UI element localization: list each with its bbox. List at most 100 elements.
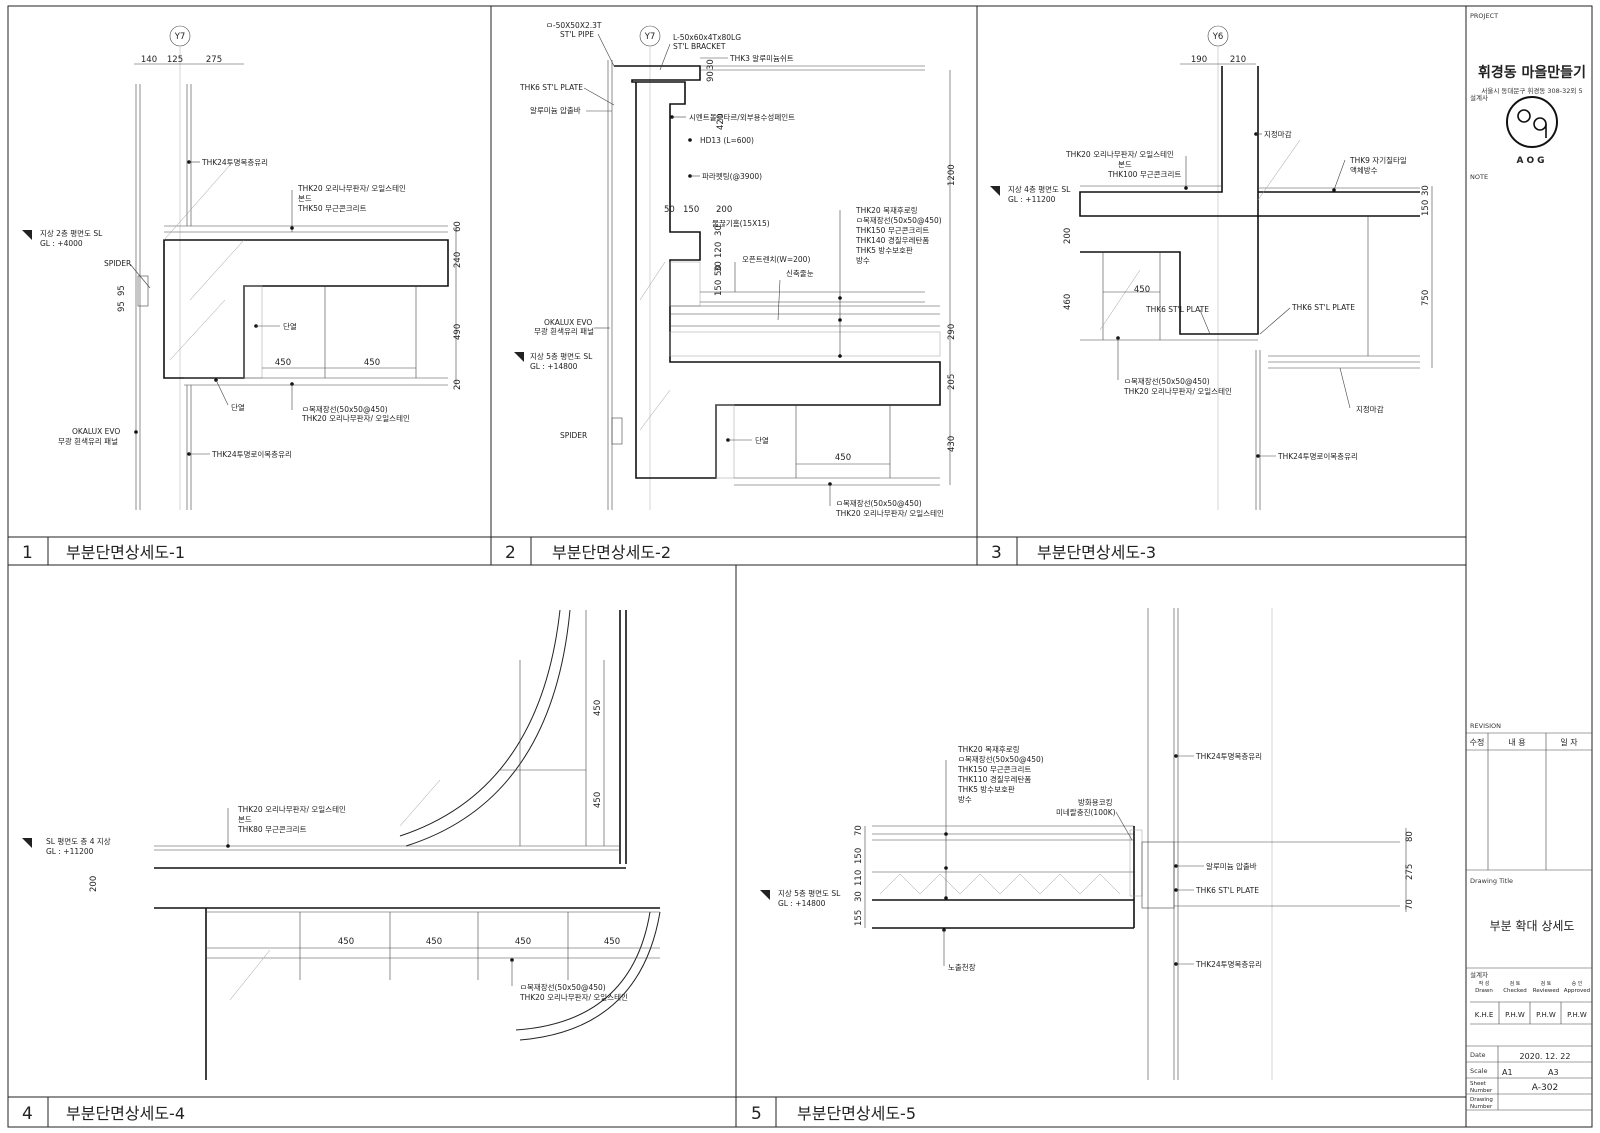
panel-5-title: 부분단면상세도-5 <box>797 1104 916 1123</box>
scale-a1: A1 <box>1502 1068 1513 1077</box>
dim-left-0: 95 <box>117 301 127 312</box>
spider-fitting <box>137 275 149 307</box>
dim-span: 450 <box>835 453 851 463</box>
label-2: L-50x60x4Tx80LG <box>673 33 741 42</box>
panel-4-title: 부분단면상세도-4 <box>66 1104 185 1123</box>
role-2-ko: 검 토 <box>1541 980 1552 987</box>
dim-2: 450 <box>1134 285 1150 295</box>
level-name: SL 평면도 층 4 지상 <box>46 836 111 846</box>
dim-right-1: 240 <box>453 252 463 268</box>
label-8: THK20 오리나무판자/ 오일스테인 <box>301 413 410 423</box>
label-0: THK24투명복층유리 <box>201 157 268 167</box>
dim-0: 450 <box>593 700 603 716</box>
axis-label: Y7 <box>174 32 186 42</box>
label-2: THK150 무근콘크리트 <box>957 765 1031 774</box>
label-9: 파라펫팅(@3900) <box>702 171 762 181</box>
level-marker <box>22 230 32 240</box>
logo-text: AOG <box>1516 156 1547 166</box>
dim-s-7: 120 <box>714 242 724 258</box>
drawing-number-label-2: Number <box>1470 1104 1493 1110</box>
label-14: ㅁ목재장선(50x50@450) <box>856 215 942 225</box>
role-3-ko: 승 인 <box>1572 980 1583 987</box>
detail-2-drawing: Y7 450 1200 290 205 430 90 30 420 50 <box>514 21 957 518</box>
label-21: SPIDER <box>560 431 587 440</box>
dim-top-1: 210 <box>1230 55 1246 65</box>
label-1: ST'L PIPE <box>560 30 594 39</box>
sheet-number-label-1: Sheet <box>1470 1081 1487 1087</box>
sheet-frame <box>7 5 1593 1128</box>
detail-5-drawing: 70 150 110 30 155 80 275 70 지상 5층 평면도 SL… <box>760 608 1415 1080</box>
level-gl: GL : +11200 <box>46 847 94 856</box>
designer-label: 설계사 <box>1470 93 1488 102</box>
rev-col-0: 수정 <box>1470 737 1485 747</box>
dim-s-0: 90 <box>706 71 716 82</box>
detail-1-drawing: Y7 140 125 275 450 450 60 240 490 20 <box>22 25 463 510</box>
panel-1-title: 부분단면상세도-1 <box>66 543 185 562</box>
label-6: 단열 <box>231 402 245 412</box>
label-4: THK5 방수보호판 <box>957 784 1015 794</box>
dim-left-4: 155 <box>854 910 864 926</box>
dim-s-1: 30 <box>706 59 716 70</box>
staff-0-name: K.H.E <box>1475 1011 1494 1019</box>
title-block: PROJECT 휘경동 마을만들기 서울시 동대문구 휘경동 308-32외 5… <box>1466 12 1592 1111</box>
role-1-ko: 검 토 <box>1510 980 1521 987</box>
label-5: 방수 <box>958 794 972 804</box>
dim-s-4: 150 <box>683 205 699 215</box>
detail-4-drawing: 450 450 450 450 450 450 200 SL 평면도 층 4 지… <box>22 609 661 1080</box>
label-11: THK24투명로이복층유리 <box>211 449 292 459</box>
label-23: ㅁ목재장선(50x50@450) <box>836 498 922 508</box>
label-1: THK20 오리나무판자/ 오일스테인 <box>1065 149 1174 159</box>
level-name: 지상 5층 평면도 SL <box>778 888 841 898</box>
level-marker <box>514 352 524 362</box>
note-label: NOTE <box>1470 173 1488 181</box>
dim-right-0: 60 <box>453 221 463 232</box>
label-4: THK20 오리나무판자/ 오일스테인 <box>519 992 628 1002</box>
label-10: 지정마감 <box>1356 404 1384 414</box>
label-12: 신축줄눈 <box>786 269 814 278</box>
label-12: THK24투명복층유리 <box>1195 959 1262 969</box>
label-4: THK9 자기질타일 <box>1349 156 1407 165</box>
staff-2-name: P.H.W <box>1536 1011 1556 1019</box>
date-value: 2020. 12. 22 <box>1520 1052 1571 1061</box>
sheet-number-label-2: Number <box>1470 1088 1493 1094</box>
rev-col-1: 내 용 <box>1508 738 1525 747</box>
label-10: 무광 흰색유리 패널 <box>58 436 118 446</box>
label-5: THK6 ST'L PLATE <box>519 83 583 92</box>
revision-label: REVISION <box>1470 722 1501 730</box>
label-15: THK150 무근콘크리트 <box>855 226 929 235</box>
label-7: 미네랄충진(100K) <box>1056 807 1116 817</box>
dim-1: 460 <box>1063 294 1073 310</box>
label-18: 방수 <box>856 255 870 265</box>
level-marker <box>760 890 770 900</box>
label-3: THK100 무근콘크리트 <box>1107 170 1181 179</box>
label-2: 본드 <box>298 194 312 203</box>
role-2-en: Reviewed <box>1533 988 1560 994</box>
dim-2: 200 <box>89 876 99 892</box>
label-10: 물끊기홈(15X15) <box>712 218 770 228</box>
label-0: ㅁ-50X50X2.3T <box>546 21 602 30</box>
detail-3-drawing: Y6 190 210 450 200 460 150 30 750 지상 4층 <box>990 25 1433 510</box>
level-gl: GL : +14800 <box>530 362 578 371</box>
dim-left-1: 150 <box>854 848 864 864</box>
project-name: 휘경동 마을만들기 <box>1478 64 1586 81</box>
panel-3-number: 3 <box>991 543 1002 563</box>
label-16: THK140 경질우레탄폼 <box>855 235 929 245</box>
rev-col-2: 일 자 <box>1560 738 1578 747</box>
dim-4: 450 <box>426 937 442 947</box>
dim-right-2: 205 <box>947 374 957 390</box>
label-11: 오픈트렌치(W=200) <box>742 254 810 264</box>
label-13: THK20 목재후로링 <box>855 205 918 215</box>
staff-3-name: P.H.W <box>1567 1011 1587 1019</box>
dim-6: 450 <box>604 937 620 947</box>
label-9: 알루미늄 압출바 <box>1206 861 1257 871</box>
label-9: OKALUX EVO <box>72 427 120 436</box>
label-7: THK6 ST'L PLATE <box>1291 303 1355 312</box>
level-name: 지상 4층 평면도 SL <box>1008 184 1071 194</box>
dim-s-2: 420 <box>716 114 726 130</box>
staff-label: 설계자 <box>1470 970 1488 979</box>
role-0-ko: 작 성 <box>1479 980 1490 987</box>
dim-0: 200 <box>1063 228 1073 244</box>
dim-s-8: 30 <box>714 261 724 272</box>
dim-s-10: 150 <box>714 280 724 296</box>
dim-left-1: 95 <box>117 285 127 296</box>
